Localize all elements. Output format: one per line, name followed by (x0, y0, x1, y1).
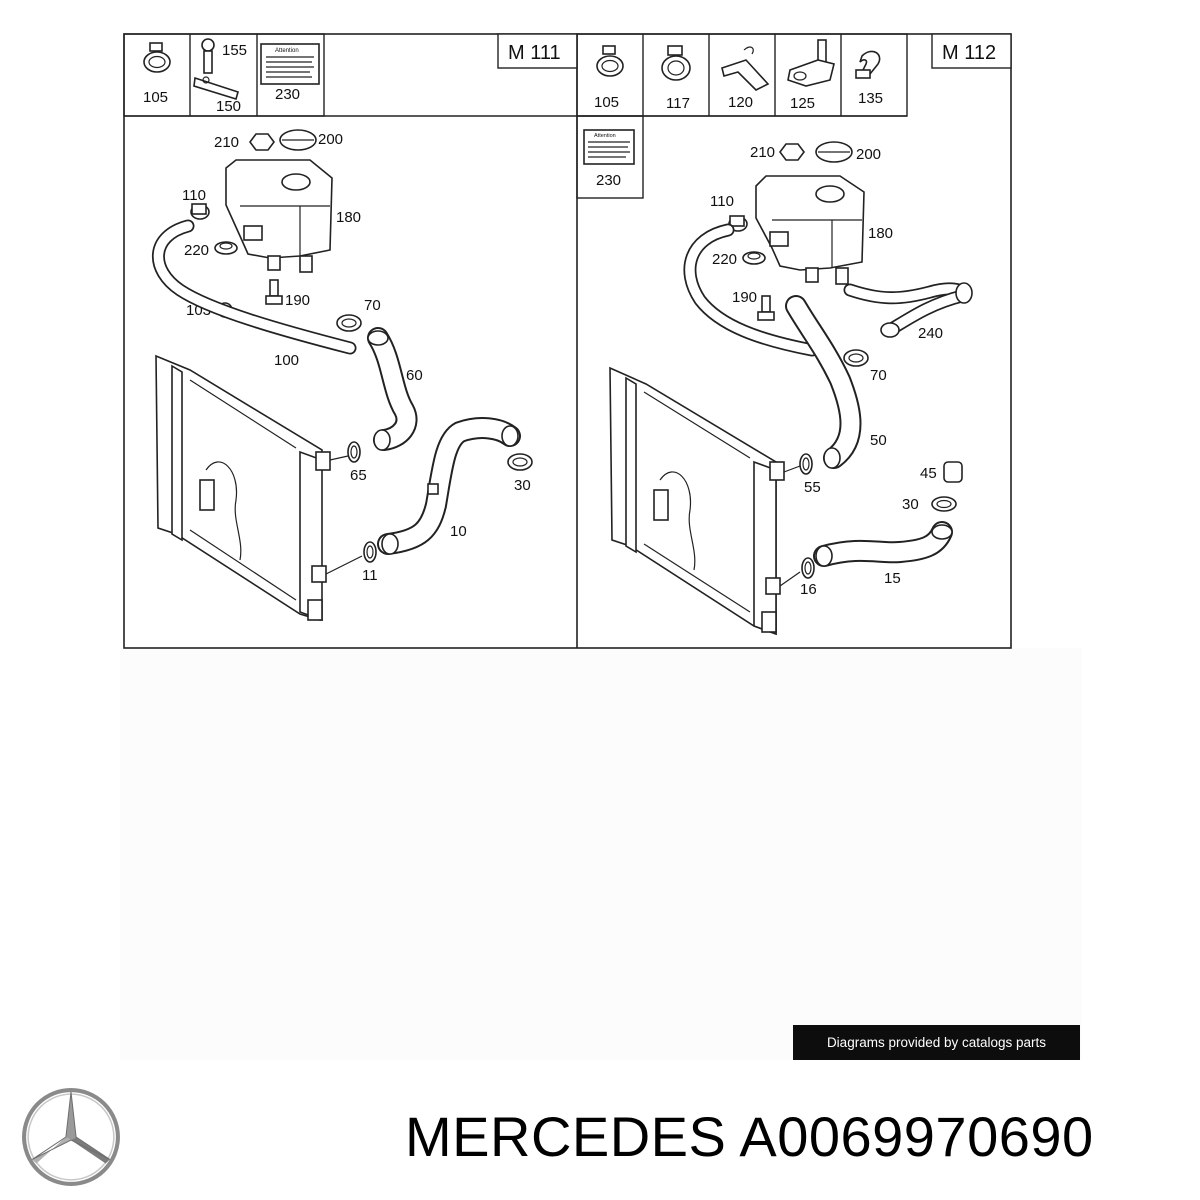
expansion-tank-icon (225, 159, 333, 273)
lower-hose-10 (377, 417, 521, 555)
right-hdr-120: 120 (728, 94, 753, 111)
brand-name: MERCEDES (405, 1105, 727, 1168)
right-hdr-105: 105 (594, 94, 619, 111)
right-hdr-135: 135 (858, 90, 883, 107)
right-c45: 45 (920, 465, 937, 482)
cap-200-right-icon (815, 141, 853, 163)
right-c240: 240 (918, 325, 943, 342)
cap-200-icon (279, 129, 317, 151)
oring-65-icon (347, 441, 361, 463)
right-c200: 200 (856, 146, 881, 163)
left-hdr-230: 230 (275, 86, 300, 103)
left-panel: M 111 105 155 150 Attention 230 (123, 33, 578, 622)
left-hdr-105: 105 (143, 89, 168, 106)
clamp-70-right-icon (843, 349, 869, 367)
vent-hose-100 (151, 219, 357, 355)
right-c220: 220 (712, 251, 737, 268)
oring-16-icon (801, 557, 815, 579)
sensor-190-icon (265, 279, 283, 305)
left-c180: 180 (336, 209, 361, 226)
expansion-tank-right-icon (755, 175, 865, 285)
clamp-105-right-icon (596, 45, 624, 77)
right-hdr-125: 125 (790, 95, 815, 112)
clip-135-icon (855, 50, 881, 79)
left-c110: 110 (182, 187, 206, 204)
diagram-backdrop (120, 648, 1082, 1060)
right-c190: 190 (732, 289, 757, 306)
right-c15: 15 (884, 570, 901, 587)
part-number: A0069970690 (739, 1105, 1094, 1168)
grommet-220-right-icon (742, 251, 766, 265)
right-c180: 180 (868, 225, 893, 242)
warning-label-icon: Attention (260, 43, 320, 85)
left-c10: 10 (450, 523, 467, 540)
clamp-30-right-icon (931, 496, 957, 512)
left-c100: 100 (274, 352, 299, 369)
vent-hose-right (683, 223, 819, 357)
oring-55-icon (799, 453, 813, 475)
left-c70: 70 (364, 297, 381, 314)
left-c220: 220 (184, 242, 209, 259)
credit-badge: Diagrams provided by catalogs parts (793, 1025, 1080, 1060)
left-hdr-150: 150 (216, 98, 241, 115)
upper-hose-50 (785, 295, 862, 469)
radiator-right (609, 366, 801, 636)
right-c55: 55 (804, 479, 821, 496)
left-c60: 60 (406, 367, 423, 384)
warning-label-right-icon: Attention (583, 129, 635, 165)
oring-11-icon (363, 541, 377, 563)
clamp-70-icon (336, 314, 362, 332)
lower-hose-15 (813, 521, 953, 567)
left-c30: 30 (514, 477, 531, 494)
cap-210-right-icon (779, 143, 805, 161)
left-c210: 210 (214, 134, 239, 151)
right-c30: 30 (902, 496, 919, 513)
left-engine-box (497, 33, 578, 69)
right-engine-box (931, 33, 1012, 69)
right-hdr-230: 230 (596, 172, 621, 189)
mercedes-star-icon (22, 1088, 120, 1186)
right-c210: 210 (750, 144, 775, 161)
right-c70: 70 (870, 367, 887, 384)
hose-to-240 (843, 282, 973, 338)
upper-hose-60 (367, 327, 418, 451)
left-c190: 190 (285, 292, 310, 309)
left-c11: 11 (362, 567, 378, 584)
svg-text:Attention: Attention (594, 133, 616, 139)
right-panel: M 112 105 117 120 125 135 (576, 33, 1012, 636)
left-hdr-155: 155 (222, 42, 247, 59)
left-c200: 200 (318, 131, 343, 148)
bolt-bracket-icon (193, 38, 239, 101)
cap-210-icon (249, 133, 275, 151)
sensor-190-right-icon (757, 295, 775, 321)
left-engine-label: M 111 (508, 42, 561, 64)
right-c110: 110 (710, 193, 734, 210)
right-c16: 16 (800, 581, 817, 598)
right-label-cell (576, 115, 644, 199)
grommet-220-icon (214, 241, 238, 255)
right-hdr-117: 117 (666, 95, 690, 112)
svg-text:Attention: Attention (275, 48, 299, 54)
clamp-105-icon (143, 42, 171, 73)
clamp-110-icon (190, 203, 210, 220)
radiator-left (155, 354, 363, 622)
clamp-30-icon (507, 453, 533, 471)
right-engine-label: M 112 (942, 42, 996, 64)
holder-125-icon (787, 39, 835, 87)
clamp-117-icon (661, 45, 691, 81)
bracket-120-icon (721, 46, 770, 91)
product-title: MERCEDES A0069970690 (405, 1104, 1195, 1174)
right-c50: 50 (870, 432, 887, 449)
left-c65: 65 (350, 467, 367, 484)
sleeve-45-icon (943, 461, 963, 483)
